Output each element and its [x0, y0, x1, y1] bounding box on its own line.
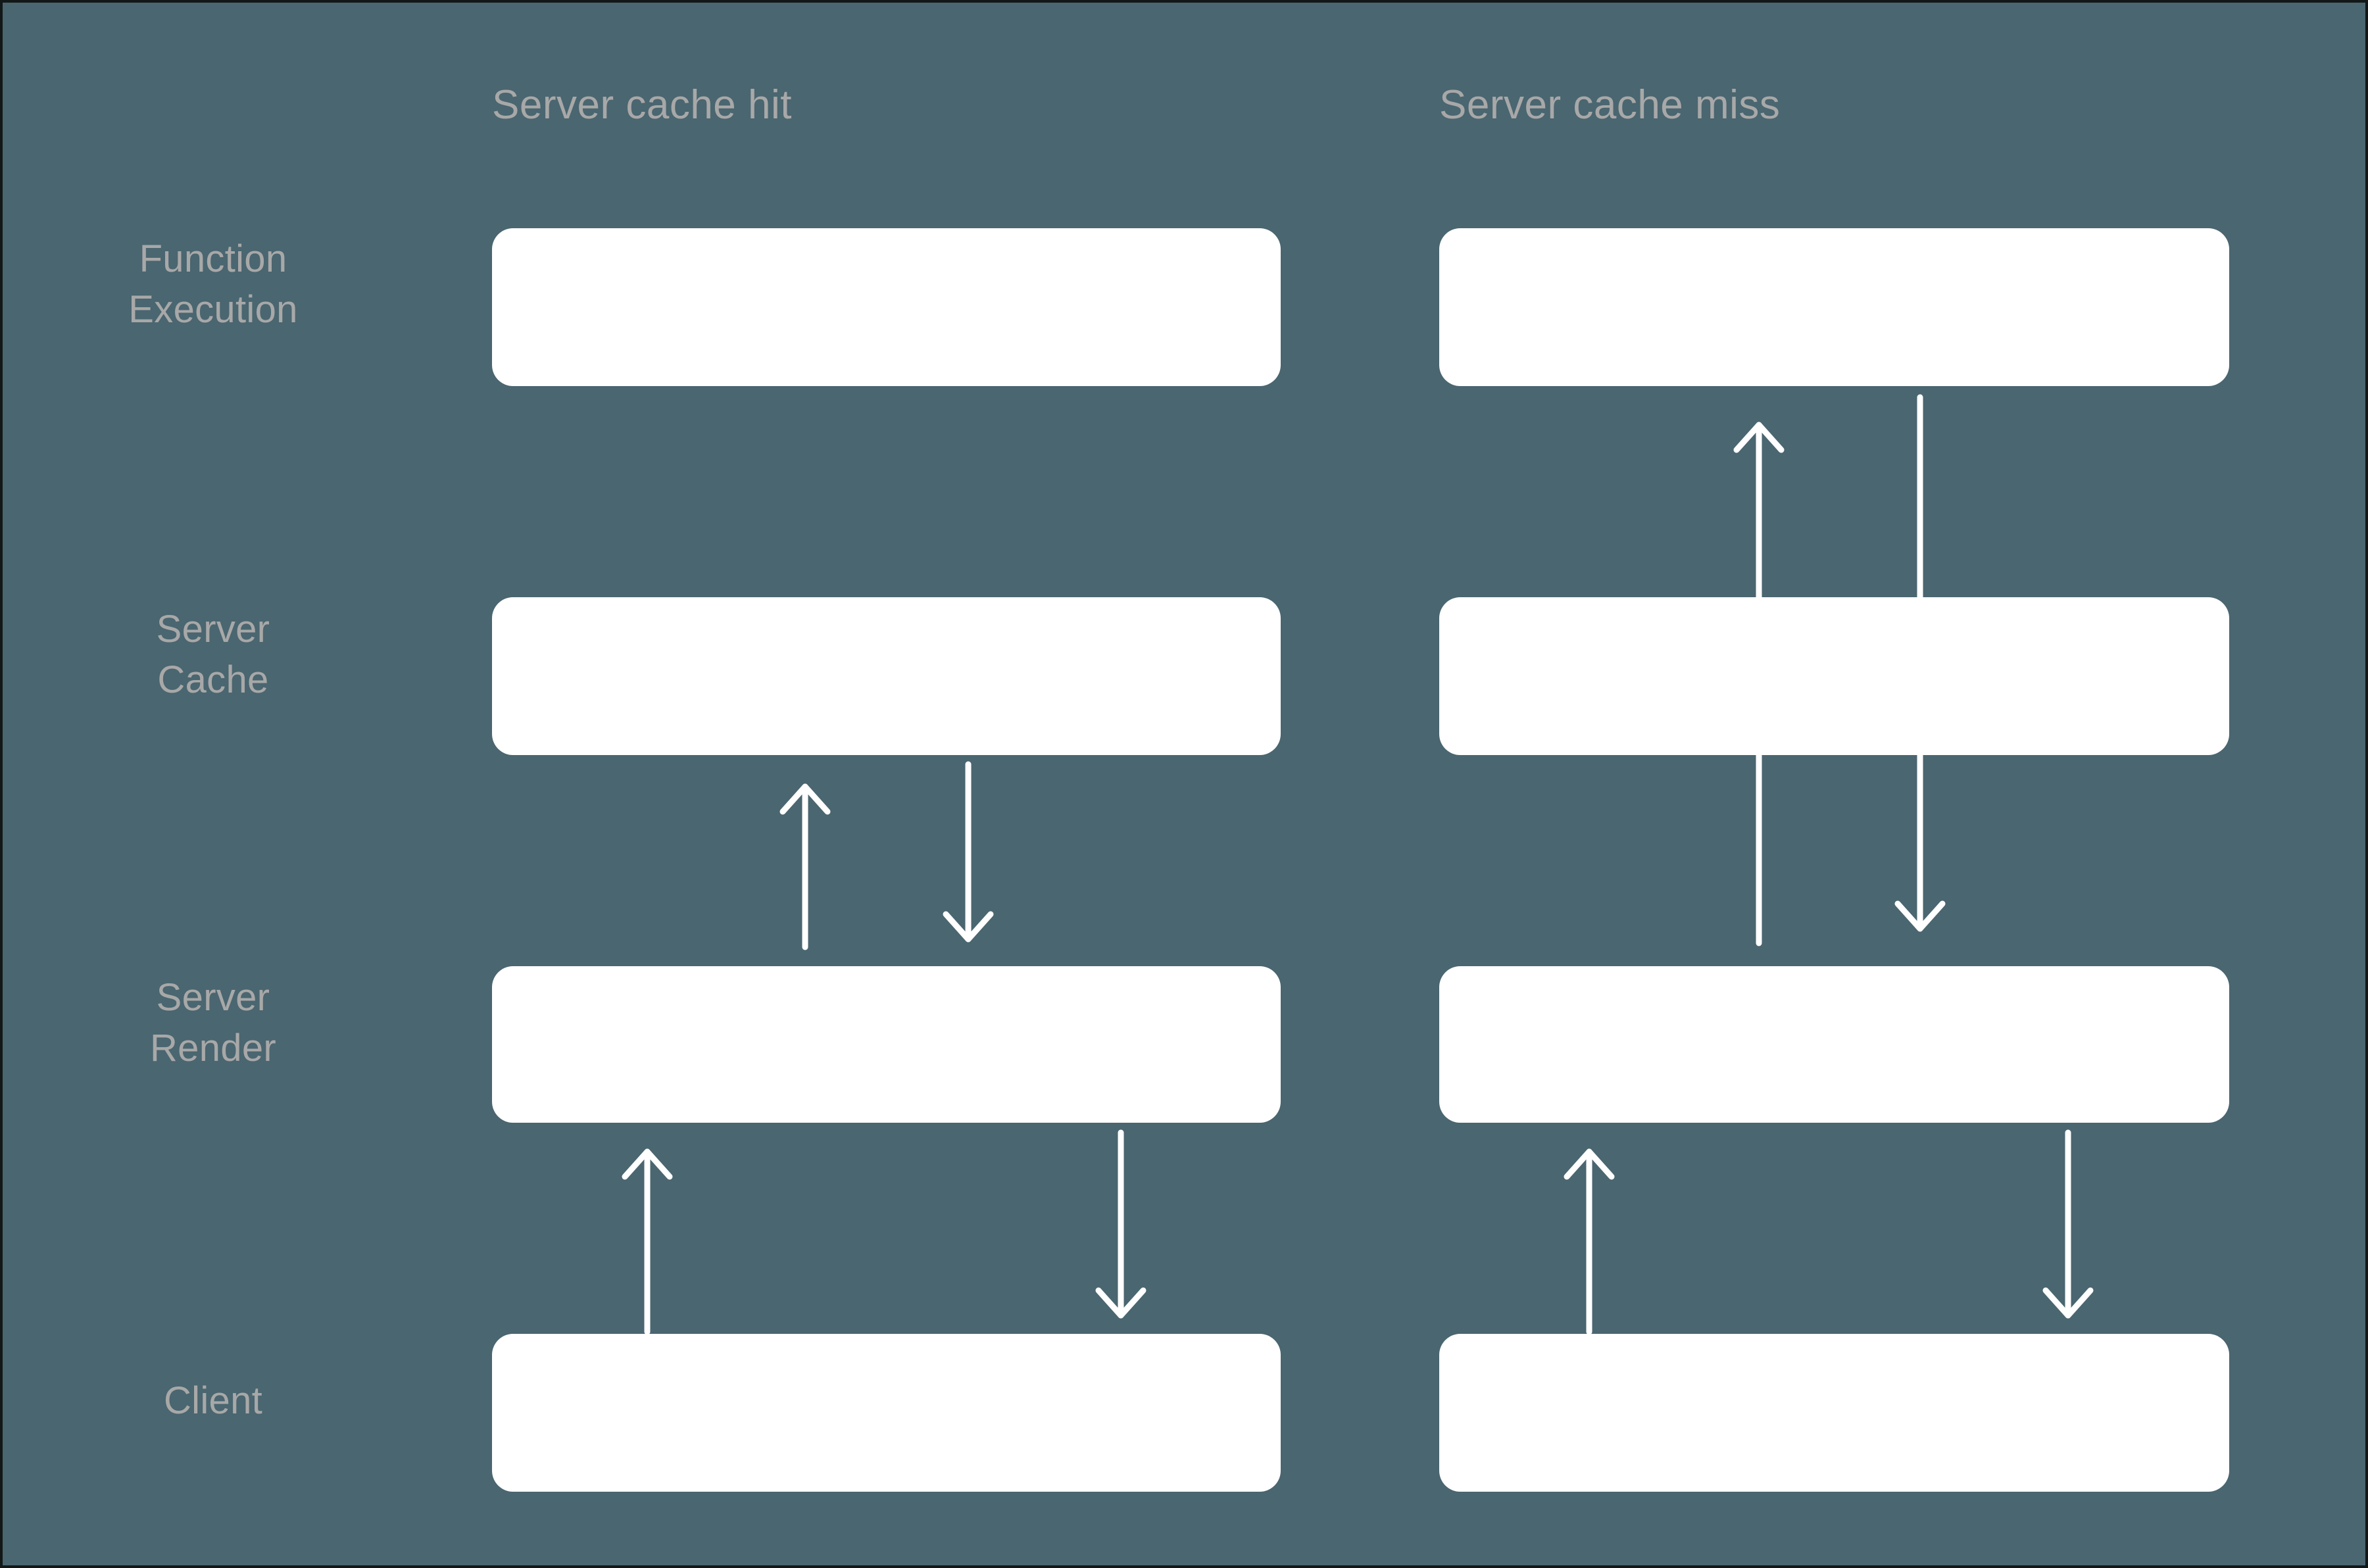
arrow-hit-server-render-to-server-cache: [779, 772, 831, 950]
lane-box-cache-miss-client[interactable]: [1439, 1334, 2229, 1492]
lane-box-cache-miss-function-execution[interactable]: [1439, 228, 2229, 386]
row-label-client: Client: [3, 1376, 424, 1427]
row-label-line-1: Function: [139, 237, 287, 280]
row-label-line-2: Execution: [128, 287, 298, 331]
arrow-down-icon: [1095, 1129, 1147, 1319]
row-label-line-1: Client: [163, 1379, 263, 1422]
arrow-hit-client-to-server-render: [621, 1137, 674, 1335]
arrow-miss-server-render-to-client: [2042, 1129, 2094, 1330]
arrow-up-icon: [622, 1148, 673, 1335]
column-header-cache-miss: Server cache miss: [1439, 82, 1781, 128]
arrow-miss-client-to-server-render: [1563, 1137, 1616, 1335]
column-header-cache-hit: Server cache hit: [492, 82, 792, 128]
arrow-hit-server-cache-to-server-render: [942, 761, 995, 955]
row-label-line-1: Server: [156, 976, 270, 1019]
lane-box-cache-hit-client[interactable]: [492, 1334, 1281, 1492]
row-label-function-execution: Function Execution: [3, 234, 424, 335]
lane-box-cache-miss-server-render[interactable]: [1439, 966, 2229, 1123]
row-label-line-2: Cache: [157, 658, 269, 701]
row-label-server-render: Server Render: [3, 973, 424, 1073]
row-label-line-2: Render: [149, 1026, 277, 1069]
arrow-up-icon: [779, 783, 831, 950]
row-label-server-cache: Server Cache: [3, 604, 424, 705]
arrow-up-icon: [1564, 1148, 1615, 1335]
arrow-down-icon: [943, 761, 994, 943]
lane-box-cache-hit-server-cache[interactable]: [492, 597, 1281, 755]
row-label-line-1: Server: [156, 608, 270, 650]
lane-box-cache-hit-server-render[interactable]: [492, 966, 1281, 1123]
arrow-down-icon: [2042, 1129, 2094, 1319]
lane-box-cache-hit-function-execution[interactable]: [492, 228, 1281, 386]
lane-box-cache-miss-server-cache[interactable]: [1439, 597, 2229, 755]
arrow-hit-server-render-to-client: [1095, 1129, 1147, 1330]
